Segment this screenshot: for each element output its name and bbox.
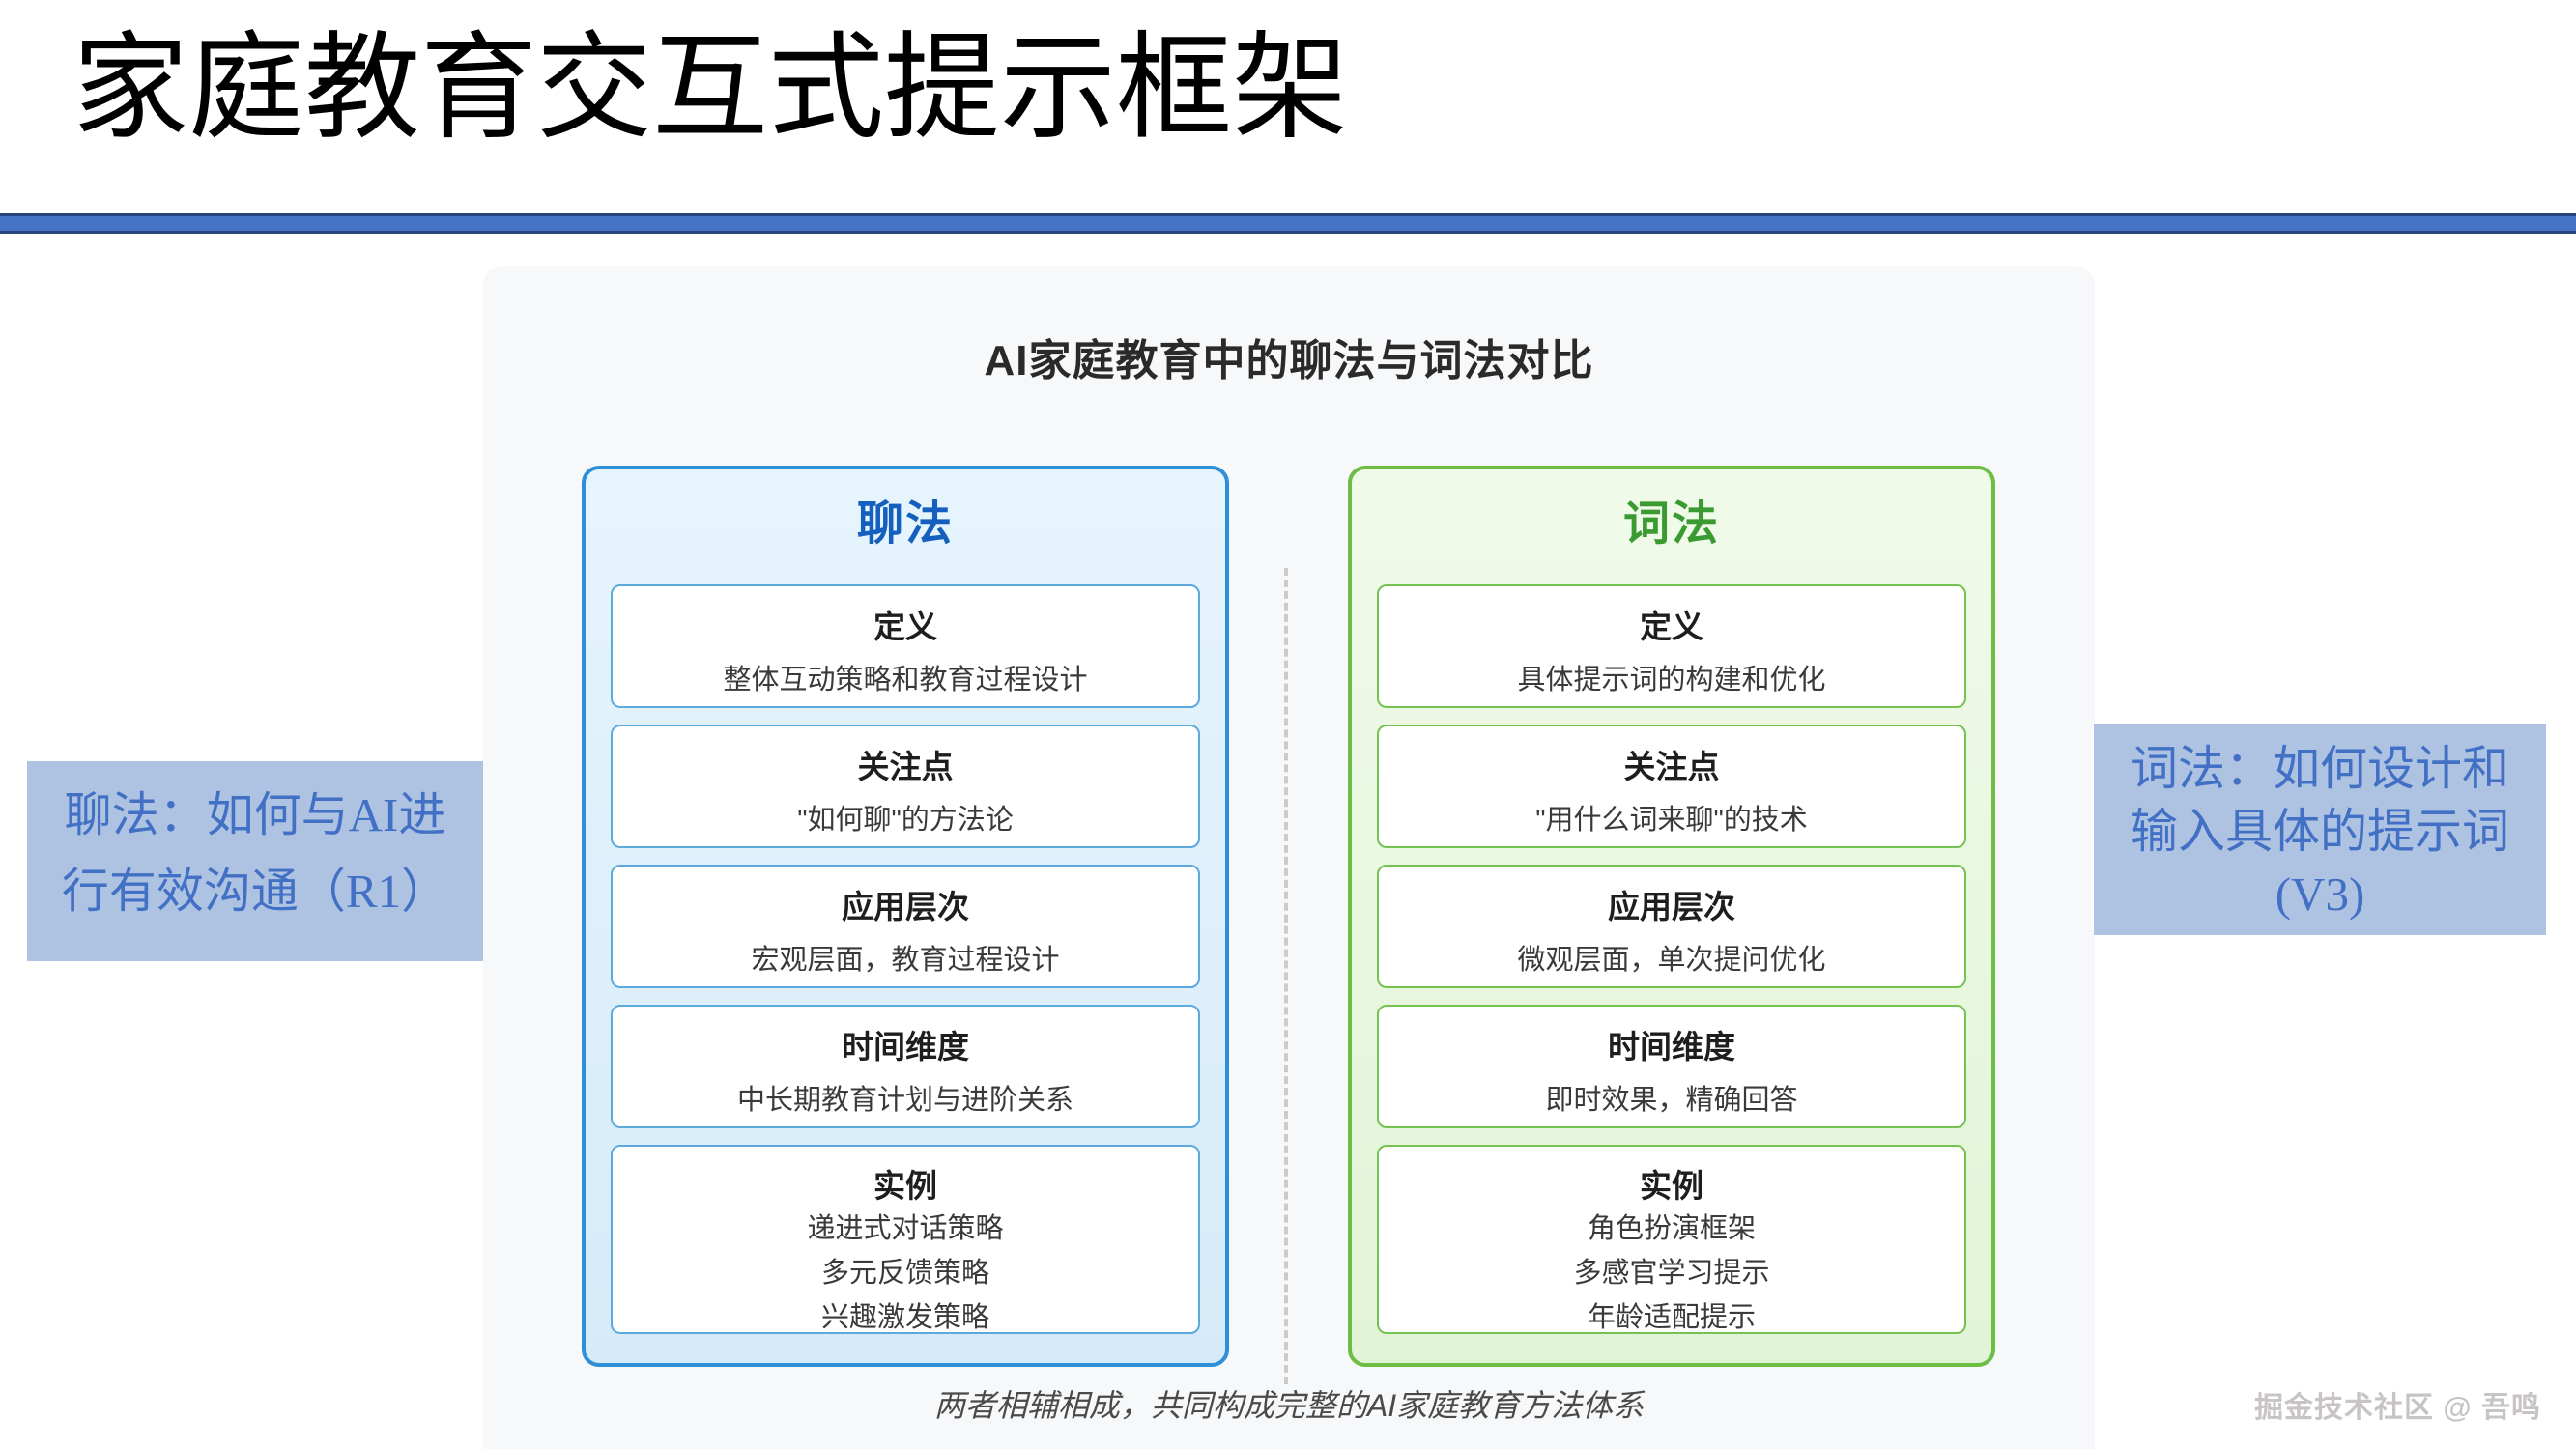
chat-card-application-level: 应用层次 宏观层面，教育过程设计	[611, 865, 1200, 988]
card-title: 实例	[1640, 1168, 1703, 1204]
chat-card-time-dimension: 时间维度 中长期教育计划与进阶关系	[611, 1005, 1200, 1128]
page-title: 家庭教育交互式提示框架	[72, 24, 1348, 153]
card-text: 整体互动策略和教育过程设计	[723, 665, 1088, 696]
dashed-divider	[1284, 568, 1288, 1384]
card-text: 中长期教育计划与进阶关系	[736, 1085, 1073, 1116]
card-text: "用什么词来聊"的技术	[1535, 805, 1808, 836]
card-title: 应用层次	[1608, 889, 1735, 924]
watermark: 掘金技术社区 @ 吾鸣	[2254, 1392, 2541, 1424]
callout-line: 行有效沟通（R1）	[61, 865, 449, 918]
word-card-focus: 关注点 "用什么词来聊"的技术	[1377, 724, 1966, 848]
card-text: 多元反馈策略	[820, 1258, 989, 1289]
card-title: 定义	[873, 609, 937, 644]
card-title: 时间维度	[842, 1029, 969, 1065]
card-title: 时间维度	[1608, 1029, 1735, 1065]
word-card-application-level: 应用层次 微观层面，单次提问优化	[1377, 865, 1966, 988]
card-title: 关注点	[1623, 749, 1720, 784]
card-title: 定义	[1640, 609, 1703, 644]
card-title: 应用层次	[842, 889, 969, 924]
card-text: 具体提示词的构建和优化	[1517, 665, 1826, 696]
chat-card-examples: 实例 递进式对话策略 多元反馈策略 兴趣激发策略	[611, 1145, 1200, 1334]
chat-card-definition: 定义 整体互动策略和教育过程设计	[611, 584, 1200, 708]
card-text: 角色扮演框架	[1587, 1213, 1756, 1244]
card-text: 多感官学习提示	[1573, 1258, 1770, 1289]
card-text: "如何聊"的方法论	[797, 805, 1014, 836]
card-text: 兴趣激发策略	[820, 1302, 989, 1333]
word-method-callout: 词法：如何设计和 输入具体的提示词 (V3)	[2094, 724, 2546, 935]
card-text: 宏观层面，教育过程设计	[751, 945, 1060, 976]
chat-method-callout: 聊法：如何与AI进 行有效沟通（R1）	[27, 761, 483, 961]
chat-method-column: 聊法 定义 整体互动策略和教育过程设计 关注点 "如何聊"的方法论 应用层次 宏…	[582, 466, 1229, 1367]
card-title: 实例	[873, 1168, 937, 1204]
title-divider-bar	[0, 213, 2576, 234]
callout-line: (V3)	[2275, 867, 2365, 921]
word-card-definition: 定义 具体提示词的构建和优化	[1377, 584, 1966, 708]
chat-column-header: 聊法	[856, 498, 954, 550]
card-title: 关注点	[857, 749, 954, 784]
card-text: 微观层面，单次提问优化	[1517, 945, 1826, 976]
callout-line: 输入具体的提示词	[2130, 805, 2509, 858]
callout-line: 词法：如何设计和	[2130, 742, 2509, 795]
card-text: 即时效果，精确回答	[1545, 1085, 1798, 1116]
diagram-footer-note: 两者相辅相成，共同构成完整的AI家庭教育方法体系	[933, 1388, 1645, 1423]
diagram-title: AI家庭教育中的聊法与词法对比	[984, 337, 1594, 384]
word-method-column: 词法 定义 具体提示词的构建和优化 关注点 "用什么词来聊"的技术 应用层次 微…	[1348, 466, 1995, 1367]
callout-line: 聊法：如何与AI进	[64, 788, 446, 841]
word-column-header: 词法	[1622, 498, 1720, 550]
card-text: 年龄适配提示	[1587, 1302, 1756, 1333]
word-card-examples: 实例 角色扮演框架 多感官学习提示 年龄适配提示	[1377, 1145, 1966, 1334]
card-text: 递进式对话策略	[807, 1213, 1004, 1244]
word-card-time-dimension: 时间维度 即时效果，精确回答	[1377, 1005, 1966, 1128]
chat-card-focus: 关注点 "如何聊"的方法论	[611, 724, 1200, 848]
comparison-panel: AI家庭教育中的聊法与词法对比 聊法 定义 整体互动策略和教育过程设计 关注点 …	[483, 266, 2095, 1449]
